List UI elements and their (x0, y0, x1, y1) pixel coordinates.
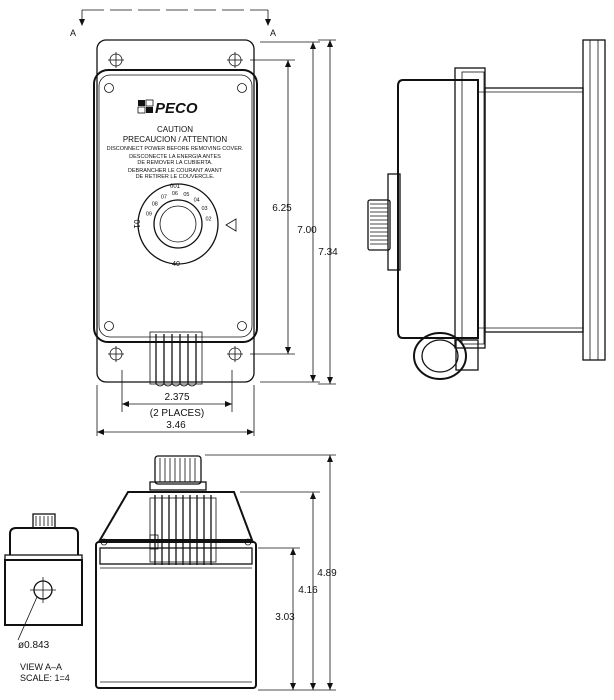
dial-pointer-icon (225, 218, 237, 232)
cover-screw (104, 321, 114, 331)
caution-line-english: DISCONNECT POWER BEFORE REMOVING COVER. (107, 146, 244, 152)
dimension-700-label: 7.00 (297, 225, 317, 236)
section-marker-left: A (70, 28, 76, 38)
cover-screw (104, 83, 114, 93)
caution-heading: CAUTION (157, 125, 193, 134)
dimension-734-label: 7.34 (318, 247, 338, 258)
dimension-625-label: 6.25 (272, 203, 292, 214)
mounting-hole (227, 52, 243, 68)
bottom-coil (149, 495, 217, 565)
dial-bottom-numeral: 40 (172, 261, 180, 268)
dimension-734: 7.34 (318, 39, 338, 385)
front-view: PECO CAUTION PRECAUCION / ATTENTION DISC… (93, 39, 338, 436)
mounting-hole (227, 346, 243, 362)
dial-tick-label: 07 (161, 194, 167, 200)
dial-tick-label: 04 (194, 197, 200, 203)
dimension-2375: 2.375 (2 PLACES) (121, 370, 233, 419)
dial-tick-label: 06 (172, 191, 178, 197)
dimension-303: 3.03 (258, 547, 300, 690)
caution-line-french-2: DE RETIRER LE COUVERCLE. (136, 174, 215, 180)
view-title: VIEW A–A (20, 662, 62, 672)
bottom-view: 4.89 4.16 3.03 (95, 454, 337, 691)
dimension-700: 7.00 (260, 41, 320, 383)
mounting-hole (108, 346, 124, 362)
dimension-2375-label: 2.375 (164, 392, 189, 403)
dimension-2places-label: (2 PLACES) (150, 408, 204, 419)
cover-screw (237, 83, 247, 93)
dimension-346: 3.46 (96, 385, 255, 436)
dimension-625: 6.25 (250, 59, 295, 355)
sensing-coil (149, 331, 203, 387)
conduit-ring (413, 332, 479, 380)
dimension-303-label: 3.03 (275, 612, 295, 623)
view-scale: SCALE: 1=4 (20, 673, 70, 683)
dial-tick-label: 08 (152, 202, 158, 208)
enclosure-cover (93, 69, 258, 343)
dimension-346-label: 3.46 (166, 420, 186, 431)
side-knob (367, 173, 401, 271)
dimension-416-label: 4.16 (298, 585, 318, 596)
bottom-knob (149, 455, 207, 491)
section-marker-right: A (270, 28, 276, 38)
caution-line-french-1: DEBRANCHER LE COURANT AVANT (128, 168, 223, 174)
dial-tick-label: 05 (183, 192, 189, 198)
hole-diameter-label: ø0.843 (18, 640, 50, 651)
dimension-489-label: 4.89 (317, 568, 337, 579)
dimension-489: 4.89 (205, 454, 337, 691)
logo-text: PECO (155, 100, 198, 117)
caution-line-spanish-2: DE REMOVER LA CUBIERTA. (137, 160, 213, 166)
dial-top-numeral: 001 (170, 184, 181, 190)
dial-tick-label: 03 (201, 206, 207, 212)
section-line-a-a: A A (70, 9, 276, 38)
caution-line-spanish-1: DESCONECTE LA ENERGIA ANTES (129, 154, 221, 160)
view-a-a: ø0.843 VIEW A–A SCALE: 1=4 (4, 513, 83, 683)
mounting-hole (108, 52, 124, 68)
dial-tick-label: 02 (205, 217, 211, 223)
conduit-hole (17, 577, 56, 641)
peco-logo: PECO (137, 99, 198, 117)
dimension-416: 4.16 (240, 491, 320, 690)
cover-screw (237, 321, 247, 331)
side-view (367, 39, 606, 380)
dial-tick-label: 09 (146, 211, 152, 217)
dial-side-numeral: 01 (132, 220, 141, 229)
caution-subheading: PRECAUCION / ATTENTION (123, 135, 228, 144)
